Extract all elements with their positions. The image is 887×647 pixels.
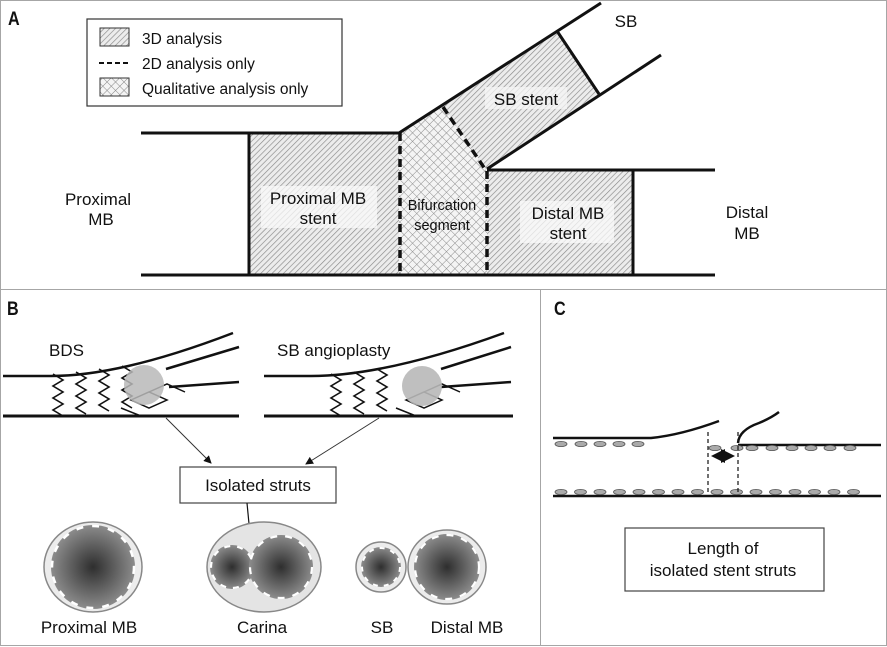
label-bg	[485, 87, 567, 109]
label-sb: SB	[615, 12, 638, 31]
label-proximal-mb-2: MB	[88, 210, 114, 229]
legend-label-3d: 3D analysis	[142, 31, 222, 48]
sb-ostium	[736, 410, 780, 444]
label-distal-mb-2: MB	[734, 224, 760, 243]
strut	[745, 444, 759, 451]
bds-vessel: BDS	[3, 331, 240, 418]
strut	[808, 488, 821, 495]
panel-b: B BDS	[0, 289, 542, 646]
label-proximal-mb-1: Proximal	[65, 190, 131, 209]
strut	[843, 444, 857, 451]
legend-label-2d: 2D analysis only	[142, 56, 255, 73]
sb-angioplasty-vessel: SB angioplasty	[264, 331, 513, 418]
panel-b-diagram: BDS SB angioplasty Isolated struts	[3, 331, 513, 637]
balloon-icon	[124, 365, 164, 405]
isolated-struts-box	[179, 466, 337, 504]
legend: 3D analysis 2D analysis only Qualitative…	[86, 18, 343, 107]
panel-a: A 3D analysis 2D analysis only Qualitati…	[0, 0, 887, 290]
panel-b-letter: B	[7, 299, 19, 320]
vessel-outline	[141, 1, 715, 277]
strut	[708, 444, 722, 451]
strut	[769, 488, 782, 495]
strut	[765, 444, 779, 451]
label-proximal-stent-1: Proximal MB	[270, 189, 366, 208]
strut	[691, 488, 704, 495]
strut	[749, 488, 763, 495]
label-sb-angioplasty: SB angioplasty	[277, 341, 391, 360]
strut	[631, 440, 645, 447]
label-proximal-mb: Proximal MB	[41, 618, 137, 637]
strut	[612, 440, 626, 447]
balloon-icon	[402, 366, 442, 406]
label-bg	[261, 186, 377, 228]
vessel-wall-top-left	[553, 419, 720, 440]
cross-section-proximal-mb	[43, 521, 143, 613]
dashed-boundaries	[398, 106, 489, 275]
strut	[730, 444, 744, 451]
panel-c-letter: C	[554, 299, 566, 320]
label-bds: BDS	[49, 341, 84, 360]
strut	[730, 488, 743, 495]
panel-c-diagram: Length of isolated stent struts	[553, 410, 881, 592]
label-sb-cross: SB	[371, 618, 394, 637]
panel-a-letter: A	[8, 9, 20, 30]
strut	[554, 488, 568, 495]
strut	[671, 488, 685, 495]
strut	[823, 444, 837, 451]
strut	[574, 440, 588, 447]
strut	[804, 444, 818, 451]
label-sb-stent: SB stent	[494, 90, 559, 109]
strut	[593, 440, 607, 447]
stent-struts	[554, 440, 860, 495]
cross-section-distal-mb	[407, 529, 487, 605]
legend-label-qualitative: Qualitative analysis only	[142, 81, 309, 98]
strut	[554, 440, 568, 447]
strut	[710, 488, 724, 495]
label-bifurcation-1: Bifurcation	[408, 198, 477, 214]
label-distal-stent-2: stent	[550, 224, 587, 243]
label-bg	[520, 201, 614, 243]
strut	[632, 488, 646, 495]
label-length-of: Length of	[688, 539, 759, 558]
cross-section-carina	[206, 521, 322, 613]
label-isolated-stent-struts: isolated stent struts	[650, 561, 796, 580]
bifurcation-segment-region	[399, 106, 487, 275]
panel-a-diagram: 3D analysis 2D analysis only Qualitative…	[65, 1, 769, 277]
strut	[785, 444, 799, 451]
label-distal-mb-cross: Distal MB	[431, 618, 504, 637]
strut	[593, 488, 607, 495]
label-distal-stent-1: Distal MB	[532, 204, 605, 223]
legend-swatch-diagonal	[99, 27, 130, 47]
label-isolated-struts: Isolated struts	[205, 476, 311, 495]
legend-swatch-cross	[99, 77, 130, 97]
cross-section-sb	[355, 541, 407, 593]
arrow-icon	[165, 417, 212, 464]
strut	[827, 488, 841, 495]
strut	[652, 488, 665, 495]
label-distal-mb-1: Distal	[726, 203, 769, 222]
strut	[574, 488, 587, 495]
length-box	[624, 527, 825, 592]
strut	[847, 488, 860, 495]
label-carina: Carina	[237, 618, 288, 637]
label-bifurcation-2: segment	[414, 218, 470, 234]
strut	[613, 488, 626, 495]
panel-c: C Length of isolated stent struts	[540, 289, 887, 646]
label-proximal-stent-2: stent	[300, 209, 337, 228]
arrow-icon	[305, 417, 380, 465]
strut	[788, 488, 802, 495]
